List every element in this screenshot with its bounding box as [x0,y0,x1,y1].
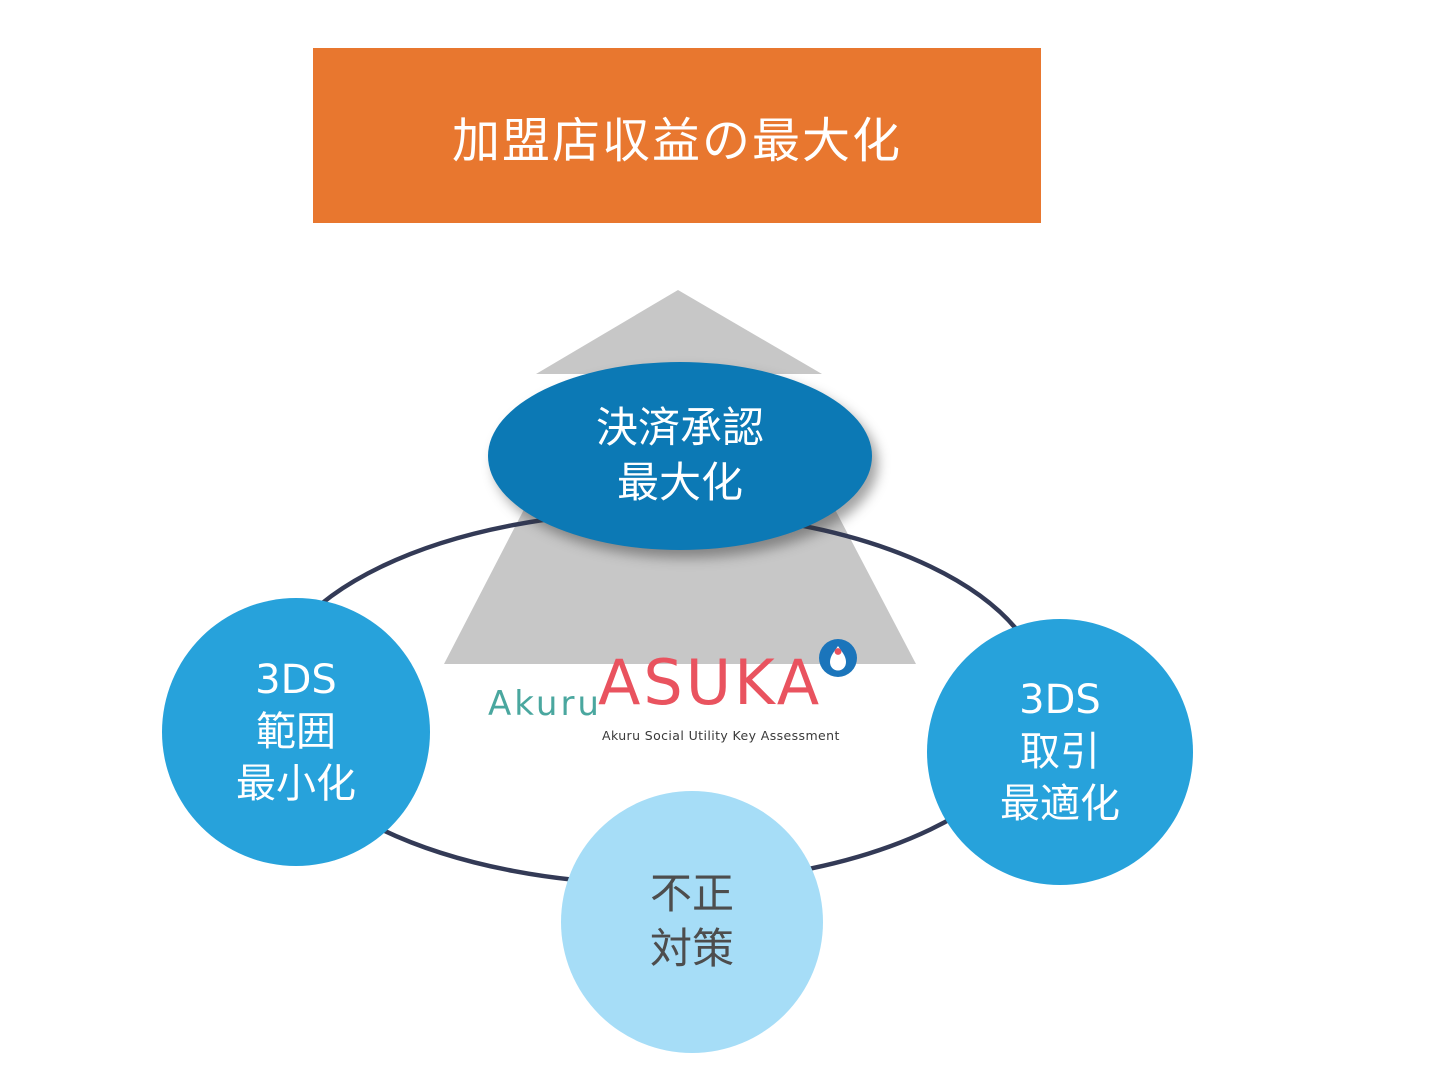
node-right-line-3: 最適化 [1000,781,1120,827]
asuka-logo: Akuru ASUKA Akuru Social Utility Key Ass… [478,639,878,760]
node-bottom-line-1: 不正 [649,869,734,919]
node-fraud-countermeasures: 不正 対策 [561,791,823,1053]
node-approval-line-1: 決済承認 [595,403,764,453]
node-approval-maximization: 決済承認 最大化 [488,362,872,550]
logo-product-name: ASUKA [598,646,823,719]
node-left-line-2: 範囲 [256,709,336,755]
logo-tagline: Akuru Social Utility Key Assessment [602,728,840,743]
node-3ds-transaction-optimization: 3DS 取引 最適化 [927,619,1193,885]
goal-banner-label: 加盟店収益の最大化 [451,112,902,169]
goal-banner: 加盟店収益の最大化 [313,48,1041,223]
node-left-line-3: 最小化 [236,761,356,807]
node-left-line-1: 3DS [255,657,337,703]
node-approval-line-2: 最大化 [616,458,743,507]
logo-brand-text: Akuru [488,684,602,724]
node-right-line-2: 取引 [1020,729,1100,775]
node-bottom-line-2: 対策 [649,924,734,973]
node-right-line-1: 3DS [1019,677,1101,723]
logo-mark-icon [819,639,857,677]
node-3ds-scope-minimization: 3DS 範囲 最小化 [162,598,430,866]
